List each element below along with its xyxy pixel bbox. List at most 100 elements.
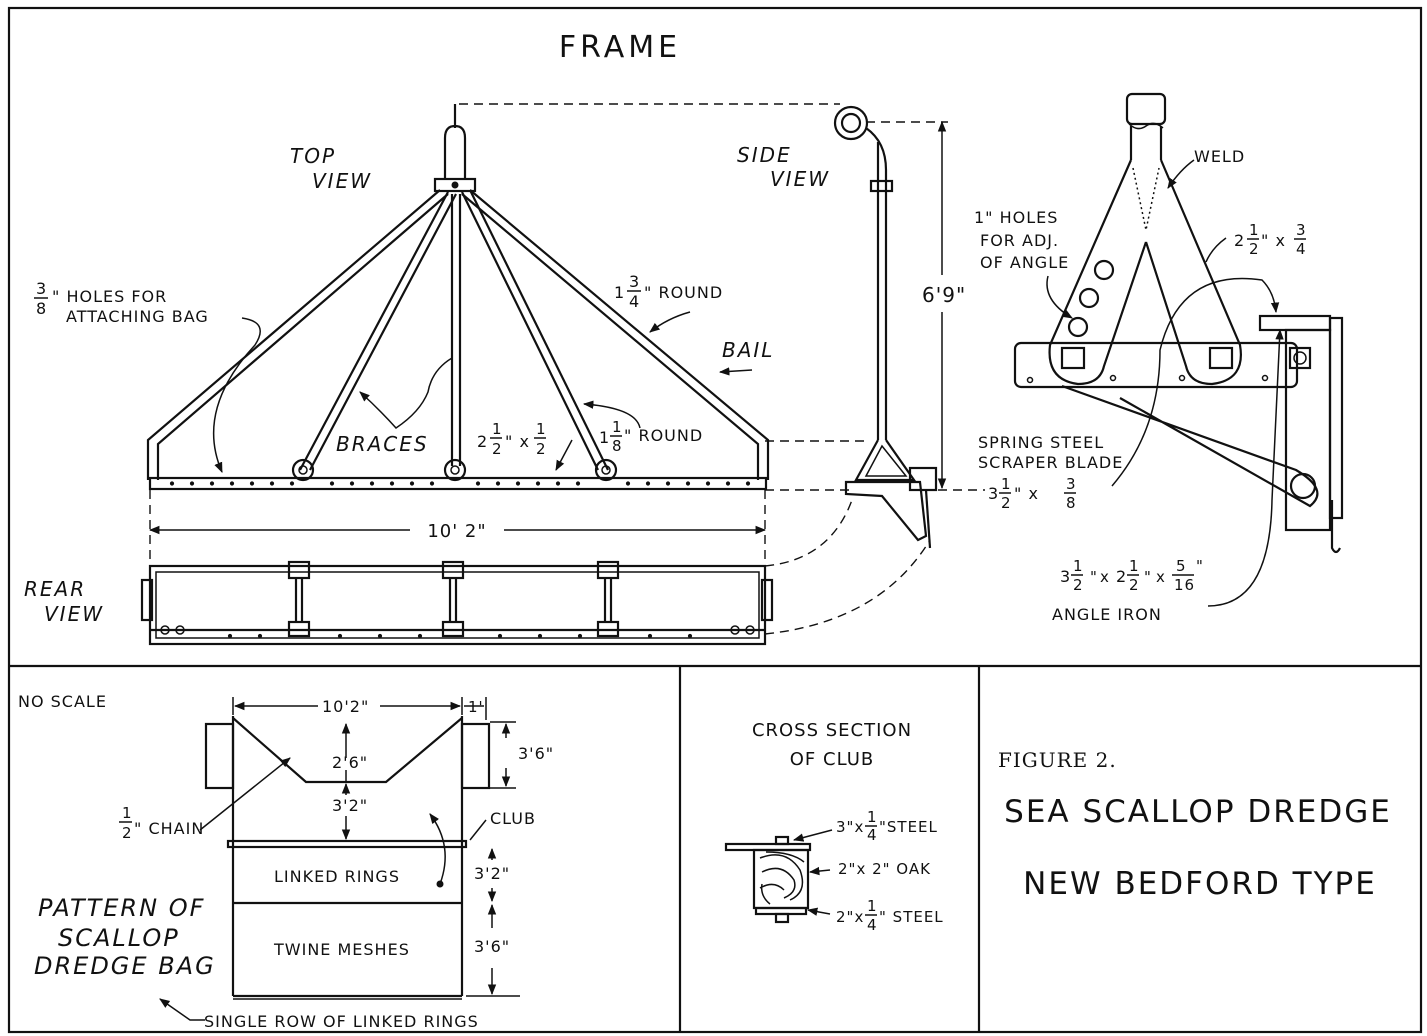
- round-big-suffix: " ROUND: [644, 283, 723, 302]
- chain-frac-den: 2: [122, 824, 133, 842]
- rear-bracket-1: [287, 560, 311, 638]
- rear-view-label-1: REAR: [24, 577, 86, 601]
- bag-side-width: 1': [468, 698, 484, 716]
- frame-panel: FRAME TOP VIEW SIDE VIEW REAR VIEW: [24, 30, 1344, 646]
- round-big-whole: 1: [614, 283, 625, 302]
- spring-label-2: SCRAPER BLADE: [978, 453, 1123, 472]
- blade-whole: 3: [988, 484, 999, 503]
- club-steel-bot-num: 1: [867, 897, 878, 915]
- blade-mid: " x: [1014, 484, 1039, 503]
- round-big-num: 3: [629, 272, 640, 291]
- detail-bar-num-b: 3: [1296, 221, 1307, 239]
- blade-num: 1: [1001, 475, 1012, 493]
- detail-bar-mid: " x: [1261, 231, 1286, 250]
- side-view-label-1: SIDE: [737, 143, 792, 167]
- angle-d3: 16: [1174, 576, 1195, 594]
- round-small-den: 8: [612, 437, 623, 455]
- club-oak-label: 2"x 2" OAK: [838, 860, 931, 878]
- rear-view-drawing: [140, 560, 774, 646]
- width-label: 10' 2": [427, 521, 486, 542]
- club-steel-top-suffix: "STEEL: [879, 818, 938, 836]
- detail-bar-den: 2: [1249, 240, 1260, 258]
- figure-number: FIGURE 2.: [998, 748, 1117, 772]
- rear-bracket-3: [596, 560, 620, 638]
- club-section-drawing: [724, 829, 833, 924]
- club-steel-bot-den: 4: [867, 916, 878, 934]
- blade-den: 2: [1001, 494, 1012, 512]
- club-steel-top-pre: 3"x: [836, 818, 864, 836]
- svg-text:": ": [1090, 568, 1098, 586]
- frame-title: FRAME: [559, 30, 681, 65]
- bag-drawing: [159, 697, 520, 1021]
- pattern-label-1: PATTERN OF: [38, 894, 205, 922]
- side-view-label-2: VIEW: [770, 167, 830, 191]
- rear-view-label-2: VIEW: [44, 602, 104, 626]
- holes-frac-den: 8: [36, 299, 47, 318]
- bar-mid: " x: [505, 432, 530, 451]
- projection-lines: [459, 103, 985, 635]
- svg-text:": ": [1144, 568, 1152, 586]
- angle-w1: 3: [1060, 567, 1071, 586]
- bar-num-a: 1: [492, 420, 503, 438]
- bar-den-a: 2: [492, 440, 503, 458]
- bottom-rings-label: SINGLE ROW OF LINKED RINGS: [204, 1012, 479, 1031]
- svg-text:x: x: [1100, 568, 1110, 586]
- bag-dim-3-6b: 3'6": [474, 937, 510, 956]
- round-small-suffix: " ROUND: [624, 426, 703, 445]
- club-title-1: CROSS SECTION: [752, 720, 912, 741]
- blade-num-b: 3: [1066, 475, 1077, 493]
- holes-frac-num: 3: [36, 279, 47, 298]
- detail-holes-2: FOR ADJ.: [980, 231, 1059, 250]
- height-dimension: 6'9": [922, 120, 966, 490]
- bar-num-b: 1: [536, 420, 547, 438]
- detail-bar-num: 1: [1249, 221, 1260, 239]
- top-view-drawing: [146, 104, 770, 491]
- angle-d2: 2: [1129, 576, 1140, 594]
- bag-panel: NO SCALE: [18, 692, 554, 1031]
- angle-iron-label: ANGLE IRON: [1052, 605, 1162, 624]
- bag-dim-3-6: 3'6": [518, 744, 554, 763]
- pattern-label-3: DREDGE BAG: [34, 952, 216, 980]
- panel-borders: [7, 6, 1423, 1034]
- holes-label-2: ATTACHING BAG: [66, 307, 209, 326]
- chain-frac-num: 1: [122, 804, 133, 822]
- angle-w2: 2: [1116, 567, 1127, 586]
- detail-bar-whole: 2: [1234, 231, 1245, 250]
- club-steel-bot-pre: 2"x: [836, 908, 864, 926]
- bar-whole-a: 2: [477, 432, 488, 451]
- angle-n2: 1: [1129, 557, 1140, 575]
- angle-iron-dimension: 3 1 2 " x 2 1 2 " x 5 16 ": [1060, 557, 1203, 594]
- angle-n3: 5: [1176, 557, 1187, 575]
- weld-label: WELD: [1194, 147, 1245, 166]
- top-view-label-1: TOP: [290, 144, 336, 168]
- height-label: 6'9": [922, 283, 966, 307]
- club-label: CLUB: [490, 809, 536, 828]
- bag-dim-2-6: 2'6": [332, 753, 368, 772]
- detail-holes-3: OF ANGLE: [980, 253, 1069, 272]
- braces-label: BRACES: [336, 432, 429, 456]
- width-dimension: 10' 2": [148, 490, 767, 565]
- twine-meshes-label: TWINE MESHES: [273, 940, 410, 959]
- caption-panel: FIGURE 2. SEA SCALLOP DREDGE NEW BEDFORD…: [998, 748, 1390, 902]
- chain-label: " CHAIN: [134, 819, 204, 838]
- club-title-2: OF CLUB: [790, 749, 874, 770]
- detail-holes-1: 1" HOLES: [974, 208, 1058, 227]
- svg-text:x: x: [1156, 568, 1166, 586]
- spring-label-1: SPRING STEEL: [978, 433, 1104, 452]
- round-small-whole: 1: [599, 428, 610, 447]
- holes-label-1: " HOLES FOR: [52, 287, 167, 306]
- blade-den-b: 8: [1066, 494, 1077, 512]
- angle-n1: 1: [1073, 557, 1084, 575]
- side-view-drawing: [833, 105, 938, 549]
- detail-drawing: [1013, 92, 1344, 607]
- bag-top-width: 10'2": [322, 697, 369, 716]
- figure-subtitle: NEW BEDFORD TYPE: [1023, 866, 1377, 902]
- club-steel-top-num: 1: [867, 808, 878, 826]
- round-big-den: 4: [629, 292, 640, 311]
- bail-label: BAIL: [722, 338, 774, 362]
- bag-dim-3-2: 3'2": [332, 796, 368, 815]
- angle-d1: 2: [1073, 576, 1084, 594]
- no-scale-label: NO SCALE: [18, 692, 107, 711]
- detail-bar-den-b: 4: [1296, 240, 1307, 258]
